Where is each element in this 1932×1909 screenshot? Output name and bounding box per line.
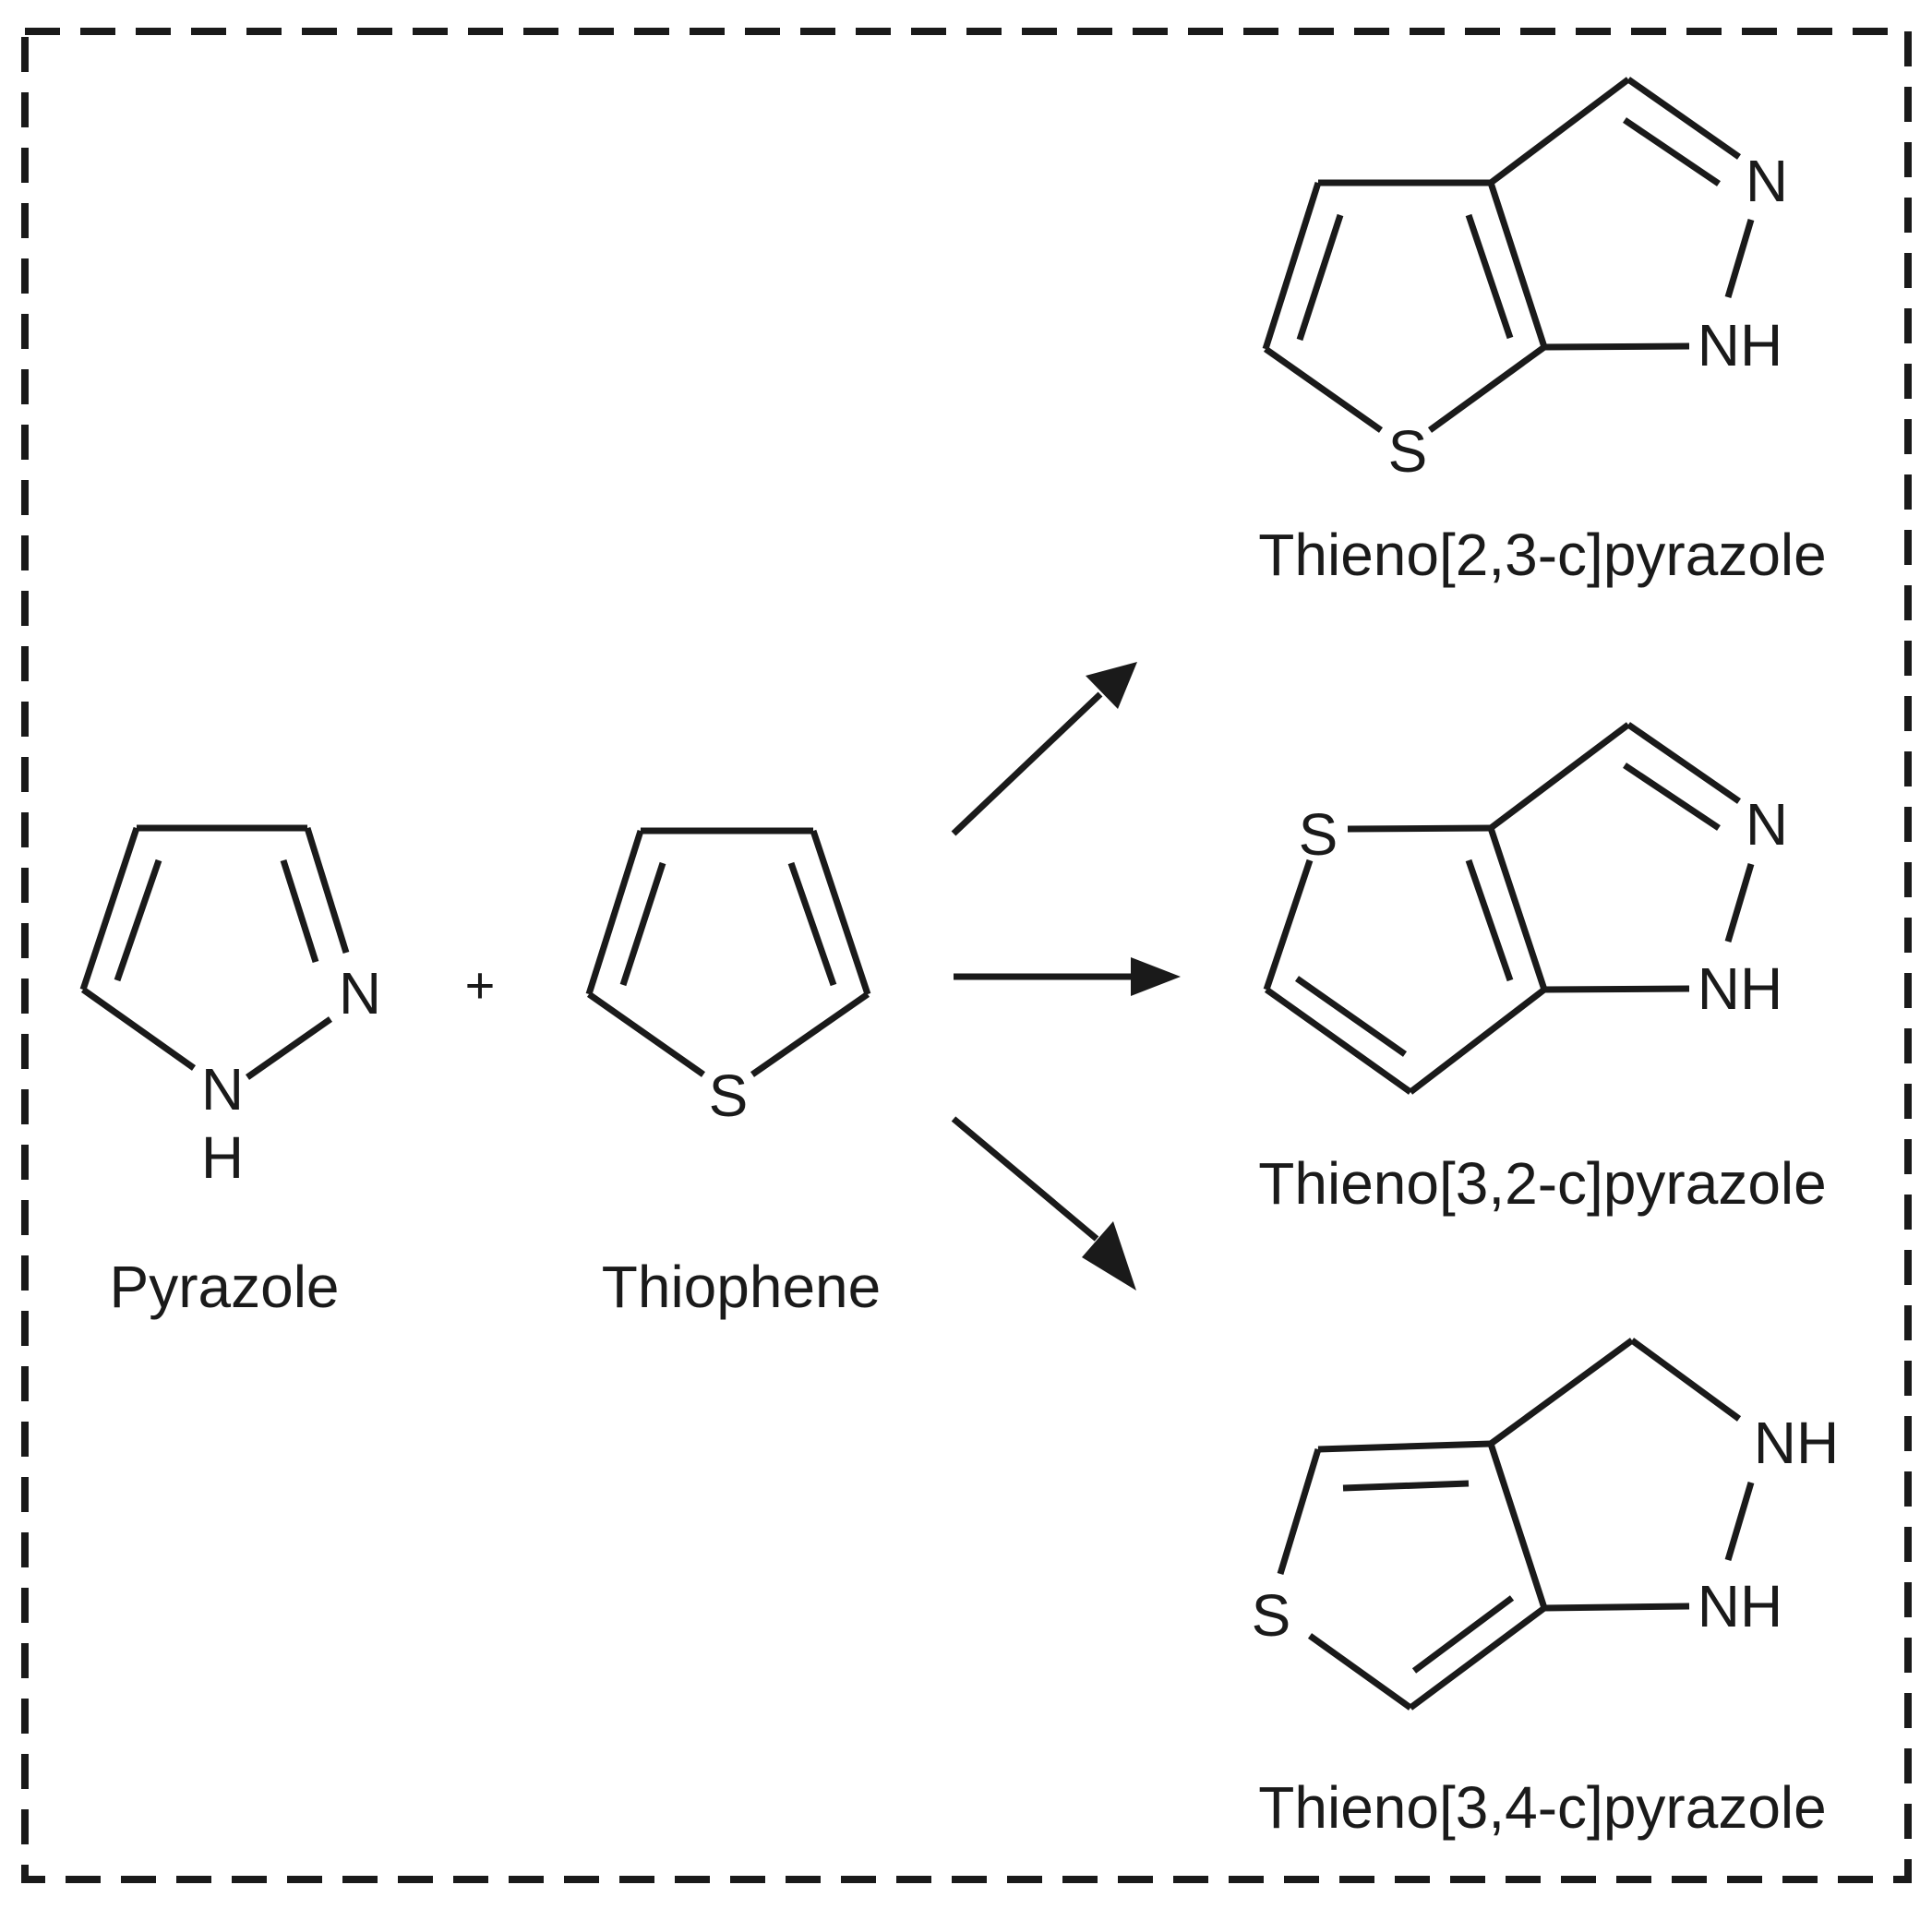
pyrazole-label: Pyrazole	[110, 1254, 340, 1320]
pyrazole-n2-atom: N	[339, 960, 381, 1027]
arrow-to-product-3	[951, 1116, 1136, 1291]
product-2-s-atom: S	[1299, 801, 1338, 868]
product-2-n-atom: N	[1746, 791, 1788, 858]
arrow-to-product-2	[954, 957, 1181, 996]
thieno-2-3-c-pyrazole-structure: N NH S	[1262, 77, 1788, 485]
product-1-label: Thieno[2,3-c]pyrazole	[1258, 522, 1826, 588]
product-1-s-atom: S	[1388, 418, 1428, 485]
product-3-nh1-atom: NH	[1754, 1410, 1839, 1476]
thieno-3-2-c-pyrazole-structure: S N NH	[1263, 722, 1788, 1095]
plus-sign: +	[465, 956, 496, 1015]
product-2-nh-atom: NH	[1698, 955, 1782, 1022]
thiophene-structure: S	[585, 827, 871, 1129]
pyrazole-n1-atom: N	[201, 1056, 244, 1123]
dashed-frame	[21, 28, 1912, 1883]
product-2-label: Thieno[3,2-c]pyrazole	[1258, 1150, 1826, 1217]
product-1-n-atom: N	[1746, 148, 1788, 214]
product-3-nh2-atom: NH	[1698, 1573, 1782, 1639]
product-1-nh-atom: NH	[1698, 312, 1782, 378]
thiophene-label: Thiophene	[602, 1254, 881, 1320]
pyrazole-h-atom: H	[201, 1124, 244, 1191]
thieno-3-4-c-pyrazole-structure: NH NH S	[1252, 1338, 1839, 1711]
pyrazole-structure: N N H	[79, 824, 381, 1191]
product-3-label: Thieno[3,4-c]pyrazole	[1258, 1774, 1826, 1841]
arrow-to-product-1	[951, 662, 1137, 836]
thiophene-s-atom: S	[709, 1063, 749, 1129]
product-3-s-atom: S	[1252, 1582, 1291, 1649]
